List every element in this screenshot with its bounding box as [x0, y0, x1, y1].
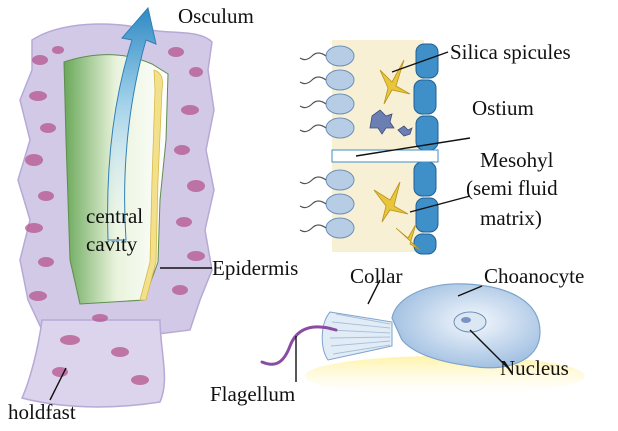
label-mesohyl-semi-fluid: (semi fluid	[466, 178, 558, 199]
label-osculum: Osculum	[178, 6, 254, 27]
label-cavity: cavity	[86, 234, 137, 255]
flagella-small	[300, 53, 326, 232]
label-nucleus: Nucleus	[500, 358, 569, 379]
sponge-holdfast	[22, 320, 164, 407]
choanocyte-collar	[322, 312, 392, 360]
label-collar: Collar	[350, 266, 403, 287]
label-mesohyl-matrix: matrix)	[480, 208, 542, 229]
nucleolus	[461, 317, 471, 323]
label-flagellum: Flagellum	[210, 384, 295, 405]
label-ostium: Ostium	[472, 98, 534, 119]
label-central: central	[86, 206, 143, 227]
label-silica-spicules: Silica spicules	[450, 42, 571, 63]
label-mesohyl: Mesohyl	[480, 150, 554, 171]
nucleus	[454, 312, 486, 332]
label-choanocyte: Choanocyte	[484, 266, 584, 287]
label-holdfast: holdfast	[8, 402, 76, 423]
label-epidermis: Epidermis	[212, 258, 298, 279]
